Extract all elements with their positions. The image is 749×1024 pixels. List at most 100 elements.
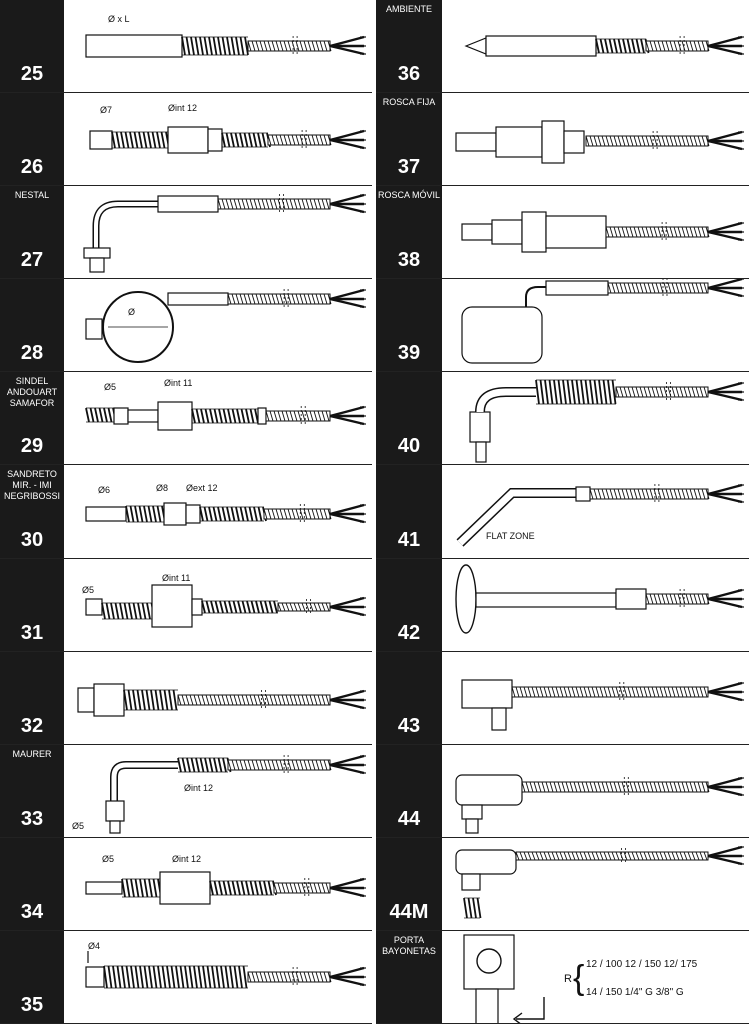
braided-cable — [227, 754, 366, 775]
sensor-drawing — [89, 126, 366, 154]
brand-label: SANDRETO MIR. - IMI NEGRIBOSSI — [3, 469, 60, 502]
dimension-label: Ø8 — [156, 483, 169, 494]
nozzle-tip — [89, 257, 105, 273]
probe-tip — [85, 34, 183, 58]
hex-nut — [151, 583, 193, 628]
braided-cable — [227, 289, 366, 310]
braided-cable — [177, 689, 366, 710]
sensor-drawing-cell: Ø — [68, 279, 372, 372]
brand-label: ROSCA MÓVIL — [377, 190, 440, 201]
sensor-drawing-cell — [446, 93, 749, 186]
dimension-label: Ø5 — [104, 382, 117, 393]
spring — [103, 965, 248, 989]
tip — [109, 820, 121, 834]
thread-body — [545, 215, 607, 249]
spring — [111, 131, 170, 149]
item-number: 44M — [389, 900, 429, 923]
right-catalog-row: 44 — [376, 744, 749, 838]
clamp-screw — [85, 318, 103, 340]
item-number: 36 — [397, 63, 421, 86]
spring — [535, 380, 617, 405]
sensor-drawing — [464, 35, 744, 57]
item-number: 25 — [20, 63, 44, 86]
braided-cable — [265, 406, 366, 427]
elbow — [469, 411, 491, 443]
sheath — [167, 292, 229, 306]
braided-cable — [217, 194, 366, 215]
item-number: 34 — [20, 900, 44, 923]
right-catalog-row: 42 — [376, 558, 749, 652]
spring — [181, 36, 249, 56]
right-catalog-row: 40 — [376, 372, 749, 466]
spring — [463, 897, 482, 919]
mounting-plate — [455, 563, 477, 634]
right-number-strip — [376, 0, 442, 1024]
bayonet-r-label: R — [564, 972, 572, 985]
dimension-label: FLAT ZONE — [486, 531, 535, 542]
probe-tube — [475, 591, 617, 608]
probe-tip — [85, 597, 103, 616]
collar — [575, 486, 591, 503]
spring — [191, 409, 259, 424]
head — [77, 687, 95, 713]
bayonet-cap — [157, 401, 193, 431]
dimension-label: Ø7 — [100, 105, 113, 116]
sensor-drawing — [455, 120, 744, 164]
nozzle — [105, 800, 125, 822]
item-number: 26 — [20, 156, 44, 179]
left-number-strip — [0, 0, 64, 1024]
spring — [209, 880, 277, 896]
left-catalog-row: 32 — [0, 651, 372, 745]
dimension-label: Øext 12 — [186, 483, 218, 494]
terminal-head — [455, 774, 523, 806]
probe-tip — [85, 881, 123, 895]
collar — [563, 130, 585, 154]
band-clamp — [102, 291, 174, 364]
braided-cable — [607, 279, 744, 299]
spring — [125, 506, 166, 523]
sensor-drawing-cell: Ø x L — [68, 0, 372, 93]
sensor-drawing — [455, 774, 744, 834]
bayonet-hole — [476, 948, 502, 974]
right-catalog-row: 39 — [376, 279, 749, 373]
item-number: 32 — [20, 714, 44, 737]
thread — [495, 126, 543, 158]
thread-nut — [93, 683, 125, 717]
sensor-drawing — [461, 279, 744, 364]
sensor-drawing — [456, 484, 744, 548]
nut — [167, 126, 209, 154]
brand-label: PORTA BAYONETAS — [382, 934, 436, 956]
sensor-drawing-cell — [446, 186, 749, 279]
dimension-label: Ø5 — [72, 820, 85, 831]
sensor-drawing — [85, 401, 366, 431]
nozzle-flange — [83, 247, 111, 259]
braided-cable — [267, 129, 366, 151]
item-number: 40 — [397, 435, 421, 458]
sensor-drawing-cell — [446, 279, 749, 372]
right-catalog-row: 44M — [376, 837, 749, 931]
sensor-drawing — [461, 211, 744, 253]
item-number: 33 — [20, 807, 44, 830]
sensor-drawing-cell — [68, 651, 372, 744]
brand-label: ROSCA FIJA — [382, 97, 436, 108]
left-catalog-row: 25 Ø x L — [0, 0, 372, 94]
collar — [185, 504, 201, 525]
sensor-drawing-cell — [446, 0, 749, 93]
item-number: 29 — [20, 435, 44, 458]
holder-stem — [475, 988, 499, 1023]
sensor-drawing-cell — [446, 837, 749, 930]
sheath — [615, 587, 647, 610]
